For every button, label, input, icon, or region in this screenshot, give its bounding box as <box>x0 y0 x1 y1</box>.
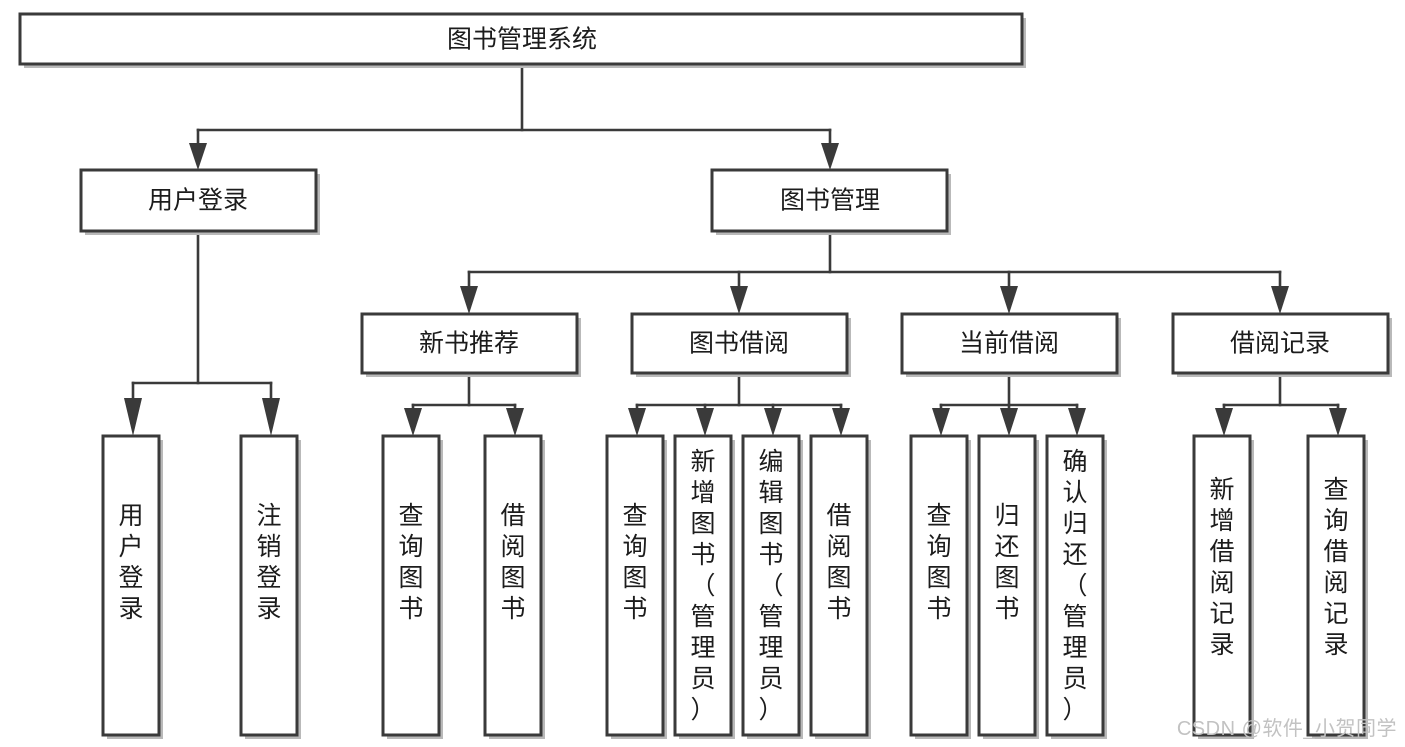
node-leaf-user-login-box[interactable] <box>101 434 161 737</box>
connector-layer <box>124 64 1347 436</box>
node-leaf-query-record-label: 查询借阅记录 <box>1323 476 1348 659</box>
node-book-manage-box[interactable] <box>710 168 949 233</box>
node-book-manage-label: 图书管理 <box>780 187 880 215</box>
node-borrow-record-label: 借阅记录 <box>1230 330 1330 358</box>
node-new-book-recommend-box[interactable] <box>360 312 579 375</box>
node-leaf-user-login[interactable]: 用户登录 <box>101 434 163 739</box>
node-leaf-query-record-box[interactable] <box>1306 434 1366 737</box>
arrow-head-leaf-query-book-1 <box>404 408 422 436</box>
arrow-head-book-borrow <box>730 286 748 314</box>
node-leaf-borrow-book-1[interactable]: 借阅图书 <box>483 434 545 739</box>
node-leaf-add-record-box[interactable] <box>1192 434 1252 737</box>
node-user-login-label: 用户登录 <box>148 187 248 215</box>
node-leaf-return-book-box[interactable] <box>977 434 1037 737</box>
node-leaf-logout-login[interactable]: 注销登录 <box>239 434 301 739</box>
arrow-head-user-login <box>189 143 207 170</box>
node-leaf-borrow-book-1-label: 借阅图书 <box>500 502 525 623</box>
node-leaf-return-book[interactable]: 归还图书 <box>977 434 1039 739</box>
arrow-head-book-manage <box>821 143 839 170</box>
node-root-label: 图书管理系统 <box>447 26 597 54</box>
node-book-borrow[interactable]: 图书借阅 <box>630 312 851 377</box>
node-leaf-confirm-return[interactable]: 确认归还（管理员） <box>1045 434 1107 739</box>
node-leaf-query-book-3-box[interactable] <box>909 434 969 737</box>
node-leaf-query-book-3-label: 查询图书 <box>926 502 951 623</box>
node-leaf-add-book-label: 新增图书（管理员） <box>690 448 715 724</box>
arrow-head-leaf-query-book-2 <box>628 408 646 436</box>
node-current-borrow-box[interactable] <box>900 312 1119 375</box>
node-leaf-query-book-2[interactable]: 查询图书 <box>605 434 667 739</box>
node-book-borrow-label: 图书借阅 <box>689 330 789 358</box>
node-leaf-logout-login-box[interactable] <box>239 434 299 737</box>
node-leaf-confirm-return-box[interactable] <box>1045 434 1105 737</box>
arrow-head-leaf-return-book <box>1000 408 1018 436</box>
node-borrow-record[interactable]: 借阅记录 <box>1171 312 1392 377</box>
arrow-head-leaf-edit-book <box>764 408 782 436</box>
arrow-head-new-book-recommend <box>460 286 478 314</box>
node-leaf-query-record[interactable]: 查询借阅记录 <box>1306 434 1368 739</box>
node-leaf-query-book-1[interactable]: 查询图书 <box>381 434 443 739</box>
arrow-head-leaf-user-login <box>124 398 142 436</box>
node-leaf-edit-book-label: 编辑图书（管理员） <box>758 448 783 724</box>
arrow-head-leaf-confirm-return <box>1068 408 1086 436</box>
arrow-head-current-borrow <box>1000 286 1018 314</box>
node-leaf-query-book-2-label: 查询图书 <box>622 502 647 623</box>
node-leaf-add-record-label: 新增借阅记录 <box>1209 476 1234 659</box>
node-leaf-query-book-3[interactable]: 查询图书 <box>909 434 971 739</box>
node-user-login-box[interactable] <box>79 168 318 233</box>
node-root-box[interactable] <box>18 12 1024 66</box>
node-root[interactable]: 图书管理系统 <box>18 12 1026 68</box>
arrow-head-leaf-query-record <box>1329 408 1347 436</box>
node-leaf-query-book-1-label: 查询图书 <box>398 502 423 623</box>
node-current-borrow-label: 当前借阅 <box>959 330 1059 358</box>
node-leaf-edit-book[interactable]: 编辑图书（管理员） <box>741 434 803 739</box>
node-leaf-add-record[interactable]: 新增借阅记录 <box>1192 434 1254 739</box>
node-leaf-confirm-return-label: 确认归还（管理员） <box>1062 448 1087 724</box>
node-borrow-record-box[interactable] <box>1171 312 1390 375</box>
node-leaf-borrow-book-2[interactable]: 借阅图书 <box>809 434 871 739</box>
arrow-head-leaf-query-book-3 <box>932 408 950 436</box>
node-book-borrow-box[interactable] <box>630 312 849 375</box>
node-new-book-recommend-label: 新书推荐 <box>419 330 519 358</box>
node-book-manage[interactable]: 图书管理 <box>710 168 951 235</box>
node-leaf-add-book-box[interactable] <box>673 434 733 737</box>
leaf-nodes-layer: 用户登录 注销登录 查询图书 借阅图书 查询图书 <box>101 434 1368 739</box>
arrow-head-borrow-record <box>1271 286 1289 314</box>
node-leaf-logout-login-label: 注销登录 <box>256 502 281 623</box>
node-leaf-borrow-book-2-box[interactable] <box>809 434 869 737</box>
node-leaf-return-book-label: 归还图书 <box>994 502 1019 623</box>
node-leaf-query-book-2-box[interactable] <box>605 434 665 737</box>
arrow-head-leaf-add-record <box>1215 408 1233 436</box>
node-user-login[interactable]: 用户登录 <box>79 168 320 235</box>
arrow-head-leaf-add-book <box>696 408 714 436</box>
node-current-borrow[interactable]: 当前借阅 <box>900 312 1121 377</box>
node-new-book-recommend[interactable]: 新书推荐 <box>360 312 581 377</box>
node-leaf-edit-book-box[interactable] <box>741 434 801 737</box>
node-leaf-query-book-1-box[interactable] <box>381 434 441 737</box>
arrow-head-leaf-borrow-book-1 <box>506 408 524 436</box>
node-leaf-borrow-book-1-box[interactable] <box>483 434 543 737</box>
node-leaf-add-book[interactable]: 新增图书（管理员） <box>673 434 735 739</box>
node-leaf-borrow-book-2-label: 借阅图书 <box>826 502 851 623</box>
arrow-head-leaf-borrow-book-2 <box>832 408 850 436</box>
node-leaf-user-login-label: 用户登录 <box>118 502 143 623</box>
arrow-head-leaf-logout-login <box>262 398 280 436</box>
